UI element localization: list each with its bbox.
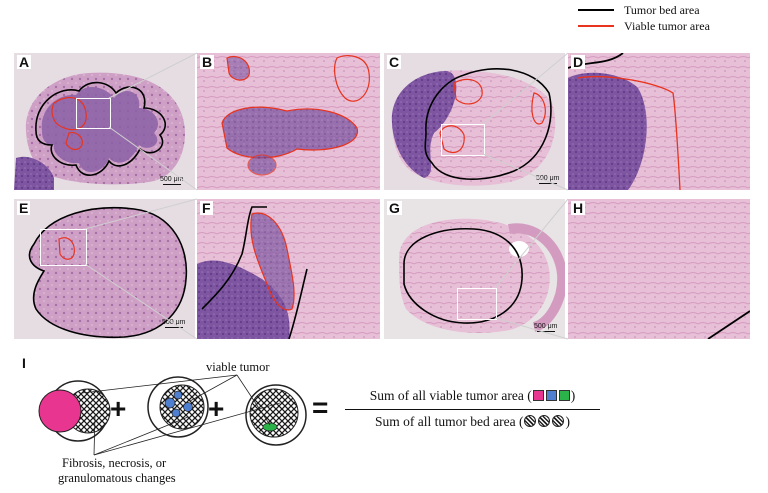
panel-a: A 500 μm	[14, 53, 195, 190]
panel-h-micrograph	[568, 199, 750, 339]
legend-viable-tumor-label: Viable tumor area	[624, 18, 710, 33]
zoom-box-a	[76, 98, 111, 129]
panel-e-label: E	[17, 200, 31, 216]
magenta-square-icon	[532, 390, 544, 401]
fraction-bar	[345, 409, 600, 410]
legend-row-tumor-bed: Tumor bed area	[578, 2, 766, 18]
legend-tumor-bed-label: Tumor bed area	[624, 2, 700, 17]
panel-e: E 500 μm	[14, 199, 195, 339]
panel-g-label: G	[387, 200, 402, 216]
panel-g-scale-bar: 500 μm	[534, 323, 558, 330]
panel-b-label: B	[200, 54, 215, 70]
panel-g: G 500 μm	[384, 199, 565, 339]
fibrosis-label-line2: granulomatous changes	[58, 471, 176, 485]
panel-d-label: D	[571, 54, 586, 70]
denominator-close-paren: )	[565, 414, 570, 429]
panel-c-scale-bar: 500 μm	[536, 175, 560, 182]
plus-sign-1: +	[110, 393, 127, 424]
panel-d: D	[568, 53, 750, 190]
equals-sign: =	[312, 392, 329, 423]
hatch-region-3	[249, 388, 299, 438]
panel-f: F	[197, 199, 380, 339]
viable-tumor-label: viable tumor	[206, 360, 270, 374]
panel-c: C 500 μm	[384, 53, 565, 190]
zoom-box-e	[40, 229, 87, 266]
panel-h: H	[568, 199, 750, 339]
zoom-box-g	[457, 288, 497, 320]
legend-row-viable-tumor: Viable tumor area	[578, 18, 766, 34]
viable-tumor-magenta-1	[38, 389, 82, 433]
hatched-circle-icon-3	[552, 415, 565, 427]
panel-e-scale-bar: 500 μm	[162, 319, 186, 326]
formula-numerator: Sum of all viable tumor area ()	[345, 388, 600, 407]
formula-denominator: Sum of all tumor bed area ()	[345, 414, 600, 430]
hatch-region-2	[159, 384, 205, 430]
legend: Tumor bed area Viable tumor area	[578, 2, 766, 34]
panel-d-micrograph	[568, 53, 750, 190]
zoom-box-c	[441, 124, 485, 156]
panel-b-micrograph	[197, 53, 380, 190]
green-square-icon	[558, 390, 570, 401]
viable-tumor-line-swatch	[578, 25, 614, 27]
panel-c-label: C	[387, 54, 402, 70]
panel-i-label: I	[22, 355, 26, 371]
panel-e-micrograph	[28, 206, 188, 339]
plus-sign-2: +	[208, 393, 225, 424]
tumor-bed-line-swatch	[578, 9, 614, 11]
fibrosis-label-line1: Fibrosis, necrosis, or	[62, 456, 167, 470]
hatched-circle-icon-1	[524, 415, 537, 427]
blue-square-icon	[545, 390, 557, 401]
panel-a-label: A	[17, 54, 32, 70]
numerator-text: Sum of all viable tumor area (	[369, 388, 532, 403]
schematic-diagram	[38, 374, 307, 456]
panel-f-label: F	[200, 200, 213, 216]
numerator-close-paren: )	[570, 388, 576, 403]
panel-h-label: H	[571, 200, 586, 216]
denominator-text: Sum of all tumor bed area (	[375, 414, 524, 429]
panel-f-micrograph	[197, 199, 380, 339]
panel-c-micrograph	[391, 67, 556, 186]
hatched-circle-icon-2	[538, 415, 551, 427]
formula-fraction: Sum of all viable tumor area () Sum of a…	[345, 388, 600, 430]
panel-a-scale-bar: 500 μm	[160, 176, 184, 183]
panel-b: B	[197, 53, 380, 190]
